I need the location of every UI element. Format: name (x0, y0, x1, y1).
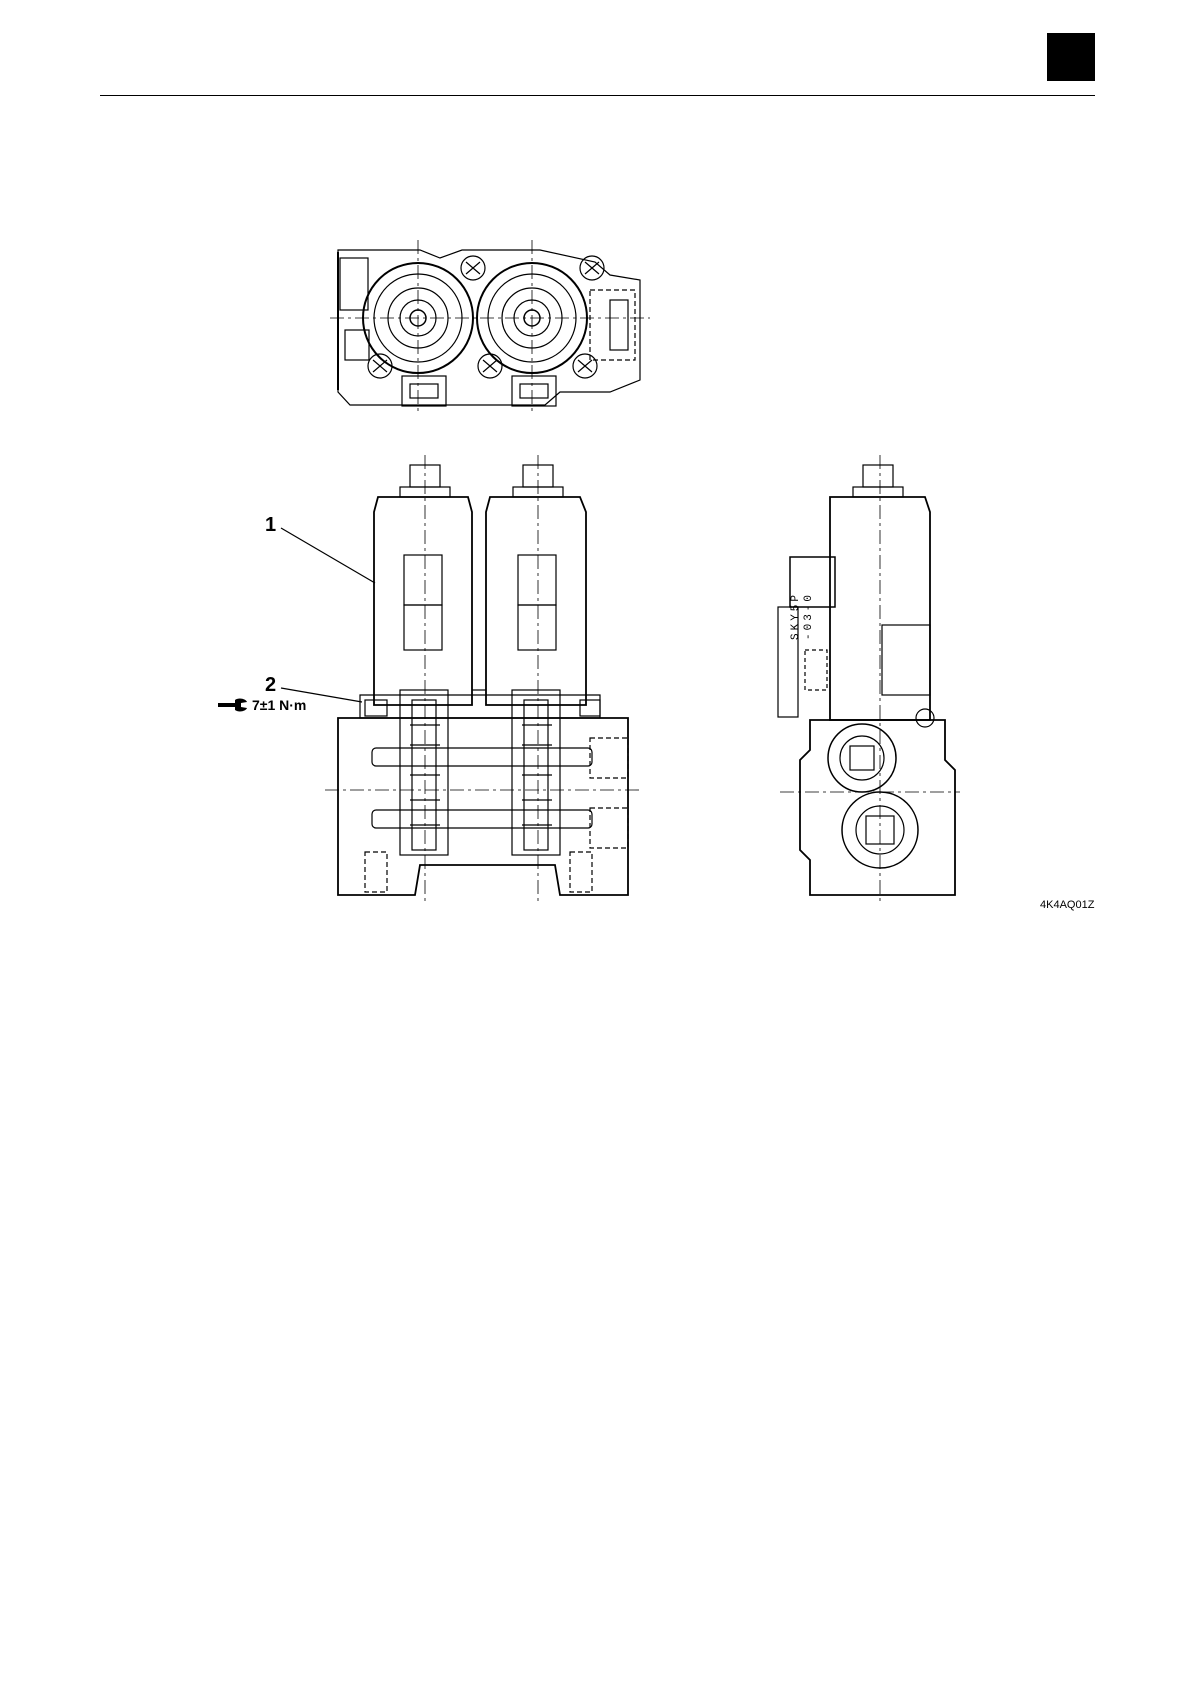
torque-spec: 7±1 N·m (218, 697, 306, 713)
front-view (281, 455, 640, 905)
body-marking: SKY5P -03-0 (790, 592, 816, 640)
wrench-icon (218, 698, 248, 712)
body-marking-line-1: SKY5P (790, 592, 803, 640)
body-marking-line-2: -03-0 (803, 592, 816, 640)
callout-2: 2 (265, 674, 276, 697)
torque-value: 7±1 N·m (252, 697, 306, 713)
figure-id: 4K4AQ01Z (1040, 899, 1094, 911)
top-view (330, 240, 650, 412)
side-view (778, 455, 960, 905)
callout-1: 1 (265, 514, 276, 537)
